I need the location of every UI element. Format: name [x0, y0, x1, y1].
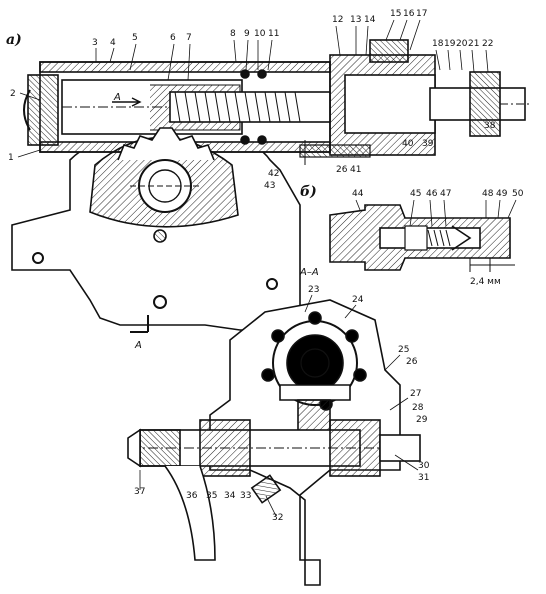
callout-6: 6	[170, 33, 176, 43]
callout-18: 18	[432, 39, 444, 49]
callout-12: 12	[332, 15, 343, 25]
callout-20: 20	[456, 39, 468, 49]
callout-49: 49	[496, 189, 508, 199]
callout-17: 17	[416, 9, 427, 19]
callout-24: 24	[352, 295, 364, 305]
callout-11: 11	[268, 29, 279, 39]
callout-25: 25	[398, 345, 409, 355]
callout-36: 36	[186, 491, 198, 501]
callout-21: 21	[468, 39, 479, 49]
callout-10: 10	[254, 29, 266, 39]
callout-33: 33	[240, 491, 251, 501]
view-a-label: а)	[6, 32, 22, 48]
sector-gear	[89, 127, 239, 243]
callout-47: 47	[440, 189, 451, 199]
callout-38: 38	[484, 121, 496, 131]
section-mark-bottom: А	[134, 340, 142, 351]
callout-23: 23	[308, 285, 319, 295]
leader-lines	[17, 19, 517, 517]
callout-16: 16	[403, 9, 415, 19]
dimension-label: 2,4 мм	[470, 277, 501, 287]
callout-9: 9	[244, 29, 250, 39]
callout-15: 15	[390, 9, 401, 19]
callout-22: 22	[482, 39, 493, 49]
callout-13: 13	[350, 15, 361, 25]
callout-labels: 1 2 3 4 5 6 7 8 9 10 11 12 13 14 15 16 1…	[8, 9, 524, 523]
section-title: А–А	[299, 267, 319, 278]
callout-50: 50	[512, 189, 524, 199]
section-mark-top: А	[113, 92, 121, 103]
callout-45: 45	[410, 189, 421, 199]
callout-39: 39	[422, 139, 434, 149]
callout-41: 41	[350, 165, 361, 175]
callout-32: 32	[272, 513, 283, 523]
callout-35: 35	[206, 491, 217, 501]
callout-1: 1	[8, 153, 14, 163]
callout-28: 28	[412, 403, 424, 413]
callout-31: 31	[418, 473, 429, 483]
view-b-valve-detail	[329, 204, 515, 272]
callout-37: 37	[134, 487, 145, 497]
callout-30: 30	[418, 461, 430, 471]
callout-7: 7	[186, 33, 192, 43]
section-a-a	[127, 299, 421, 586]
callout-42: 42	[268, 169, 279, 179]
callout-4: 4	[110, 38, 116, 48]
callout-29: 29	[416, 415, 428, 425]
end-cap	[27, 74, 59, 146]
callout-48: 48	[482, 189, 494, 199]
callout-26-upper: 26	[336, 165, 348, 175]
callout-27: 27	[410, 389, 421, 399]
view-b-label: б)	[300, 184, 317, 200]
callout-34: 34	[224, 491, 236, 501]
callout-26-lower: 26	[406, 357, 418, 367]
callout-14: 14	[364, 15, 376, 25]
callout-19: 19	[444, 39, 456, 49]
view-a-section	[11, 39, 530, 333]
callout-46: 46	[426, 189, 438, 199]
view-labels: а) б) А А А–А 2,4 мм	[6, 32, 501, 351]
callout-5: 5	[132, 33, 138, 43]
callout-44: 44	[352, 189, 364, 199]
ball-screw	[169, 91, 331, 123]
pitman-arm	[164, 465, 216, 561]
callout-3: 3	[92, 38, 98, 48]
callout-43: 43	[264, 181, 275, 191]
callout-40: 40	[402, 139, 414, 149]
callout-2: 2	[10, 89, 16, 99]
callout-8: 8	[230, 29, 236, 39]
